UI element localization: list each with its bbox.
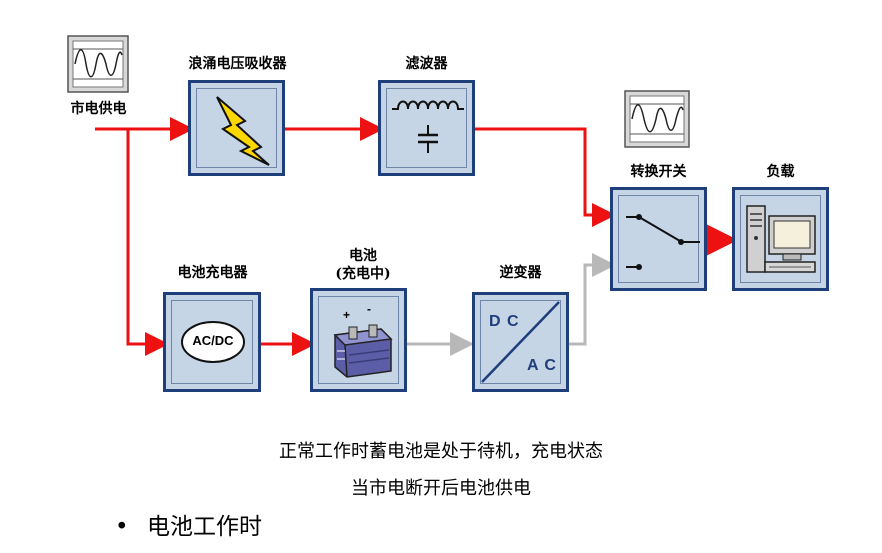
ac-dc-converter-icon — [181, 321, 245, 363]
computer-icon — [746, 205, 816, 273]
surge-absorber-box — [188, 80, 285, 176]
transfer-switch-box — [610, 187, 707, 291]
charger-text: AC/DC — [192, 333, 234, 348]
bullet-text: 电池工作时 — [147, 514, 262, 540]
bullet-item: • 电池工作时 — [115, 507, 262, 541]
lc-filter-icon — [392, 100, 464, 153]
charger-box: AC/DC — [163, 292, 261, 392]
battery-plus-mark: + — [343, 308, 351, 322]
inverter-diagonal — [481, 301, 560, 383]
battery-minus-mark: - — [367, 302, 371, 316]
mains-label: 市电供电 — [70, 101, 127, 117]
filter-box — [378, 80, 475, 176]
bullet-mark: • — [115, 514, 129, 540]
battery-box: + - — [310, 288, 407, 392]
sine-waveform-icon — [67, 35, 129, 93]
battery-label-line1: 电池 — [349, 248, 377, 264]
load-box — [732, 187, 829, 291]
switch-icon — [626, 214, 700, 270]
switch-label: 转换开关 — [630, 164, 687, 180]
surge-absorber-label: 浪涌电压吸收器 — [188, 56, 287, 72]
filter-label: 滤波器 — [405, 56, 448, 72]
caption-line2: 当市电断开后电池供电 — [351, 478, 531, 499]
load-label: 负载 — [766, 164, 795, 180]
inverter-label: 逆变器 — [499, 265, 542, 281]
line-filter-to-switch — [475, 127, 616, 227]
battery-icon — [333, 324, 393, 378]
inverter-ac-text: A C — [527, 357, 557, 374]
line-mains-to-charger — [126, 129, 169, 356]
lightning-icon — [216, 96, 270, 166]
sine-waveform-icon — [624, 90, 690, 148]
inverter-box: D C A C — [472, 292, 569, 392]
line-inverter-to-switch — [569, 253, 616, 346]
battery-label: 电池 (充电中) — [318, 247, 408, 283]
battery-label-line2: (充电中) — [335, 266, 391, 282]
charger-label: 电池充电器 — [177, 265, 248, 281]
caption-line1: 正常工作时蓄电池是处于待机，充电状态 — [279, 441, 603, 462]
inverter-dc-text: D C — [489, 313, 520, 330]
